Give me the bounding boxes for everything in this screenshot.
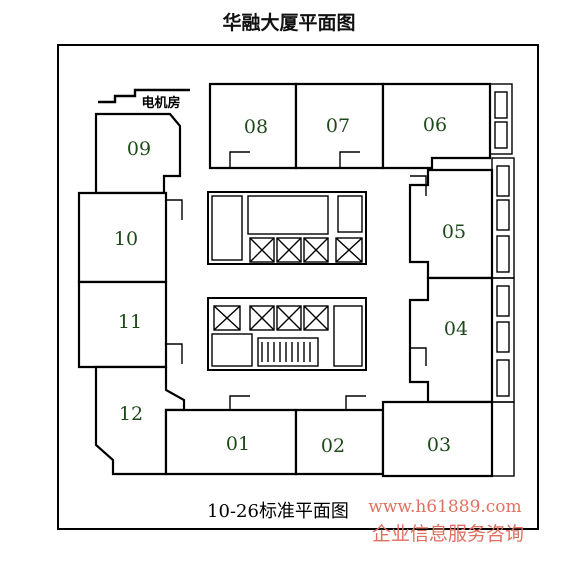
room-02-label: 02 — [321, 435, 345, 457]
room-07-label: 07 — [326, 115, 350, 137]
machine-room-label: 电机房 — [141, 95, 180, 111]
right-facade — [489, 83, 515, 477]
room-12-label: 12 — [119, 403, 143, 425]
room-11-label: 11 — [118, 311, 142, 333]
top-left-notch — [98, 88, 190, 104]
floor-caption: 10-26标准平面图 — [207, 501, 349, 522]
room-04[interactable] — [408, 276, 494, 404]
door-swings — [166, 151, 427, 410]
plan-title: 华融大厦平面图 — [222, 12, 356, 34]
room-10-label: 10 — [114, 228, 138, 250]
room-04-label: 04 — [444, 318, 468, 340]
watermark-company: 企业信息服务咨询 — [372, 523, 524, 545]
room-09-label: 09 — [127, 138, 151, 160]
outer-frame — [57, 44, 539, 530]
watermark-url: www.h61889.com — [368, 497, 521, 517]
room-03-label: 03 — [427, 434, 451, 456]
room-08-label: 08 — [244, 116, 268, 138]
room-05-label: 05 — [442, 221, 466, 243]
core-upper — [207, 191, 367, 265]
core-lower — [207, 297, 367, 371]
room-06-label: 06 — [423, 114, 447, 136]
room-01-label: 01 — [226, 433, 250, 455]
